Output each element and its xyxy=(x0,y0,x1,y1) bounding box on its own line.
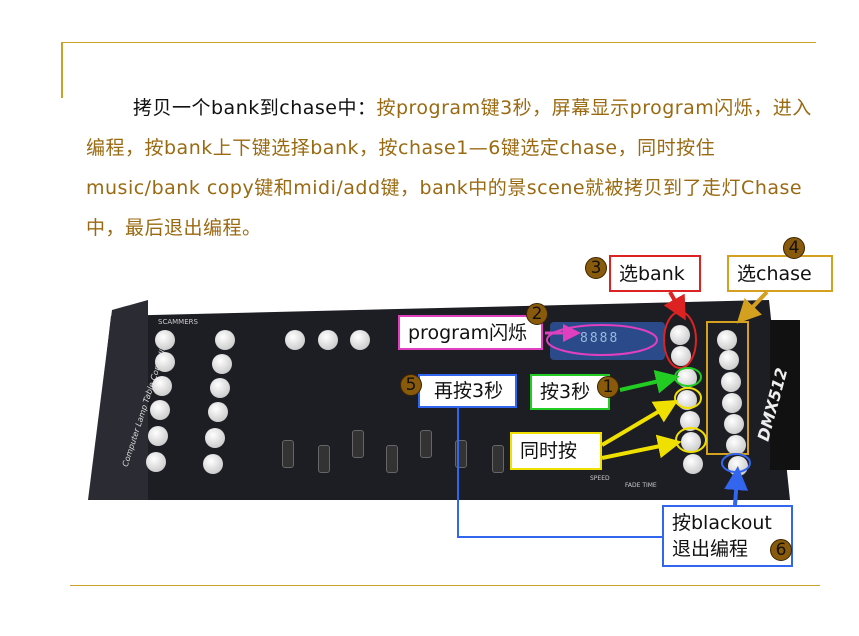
step-3-badge: 3 xyxy=(585,257,607,279)
bank-highlight-ellipse xyxy=(663,311,697,369)
callout-select-chase: 选chase xyxy=(727,255,833,292)
top-rule xyxy=(61,42,816,43)
step-2-badge: 2 xyxy=(526,303,548,325)
step-1-badge: 1 xyxy=(597,376,619,398)
callout-program-flash: program闪烁 xyxy=(398,315,543,350)
step-4-badge: 4 xyxy=(783,237,805,259)
step-5-badge: 5 xyxy=(400,374,422,396)
callout-press-again: 再按3秒 xyxy=(418,374,517,408)
chase-highlight-rect xyxy=(706,321,749,455)
step-6-badge: 6 xyxy=(770,539,792,561)
bottom-rule xyxy=(70,585,820,586)
instruction-paragraph: 拷贝一个bank到chase中：按program键3秒，屏幕显示program闪… xyxy=(86,88,816,248)
callout-select-bank: 选bank xyxy=(609,255,701,292)
led-display: 8888 xyxy=(580,331,620,346)
paragraph-body: 按program键3秒，屏幕显示program闪烁，进入编程，按bank上下键选… xyxy=(86,97,812,239)
paragraph-lead: 拷贝一个bank到chase中： xyxy=(133,97,377,119)
speed-label: SPEED xyxy=(590,475,610,482)
callout-press-3s: 按3秒 xyxy=(530,374,610,410)
top-left-accent-line xyxy=(61,42,63,98)
callout-press-together: 同时按 xyxy=(510,432,602,470)
display-highlight-ellipse xyxy=(546,324,658,356)
brand-label: SCAMMERS xyxy=(158,318,198,326)
fade-label: FADE TIME xyxy=(625,482,657,489)
